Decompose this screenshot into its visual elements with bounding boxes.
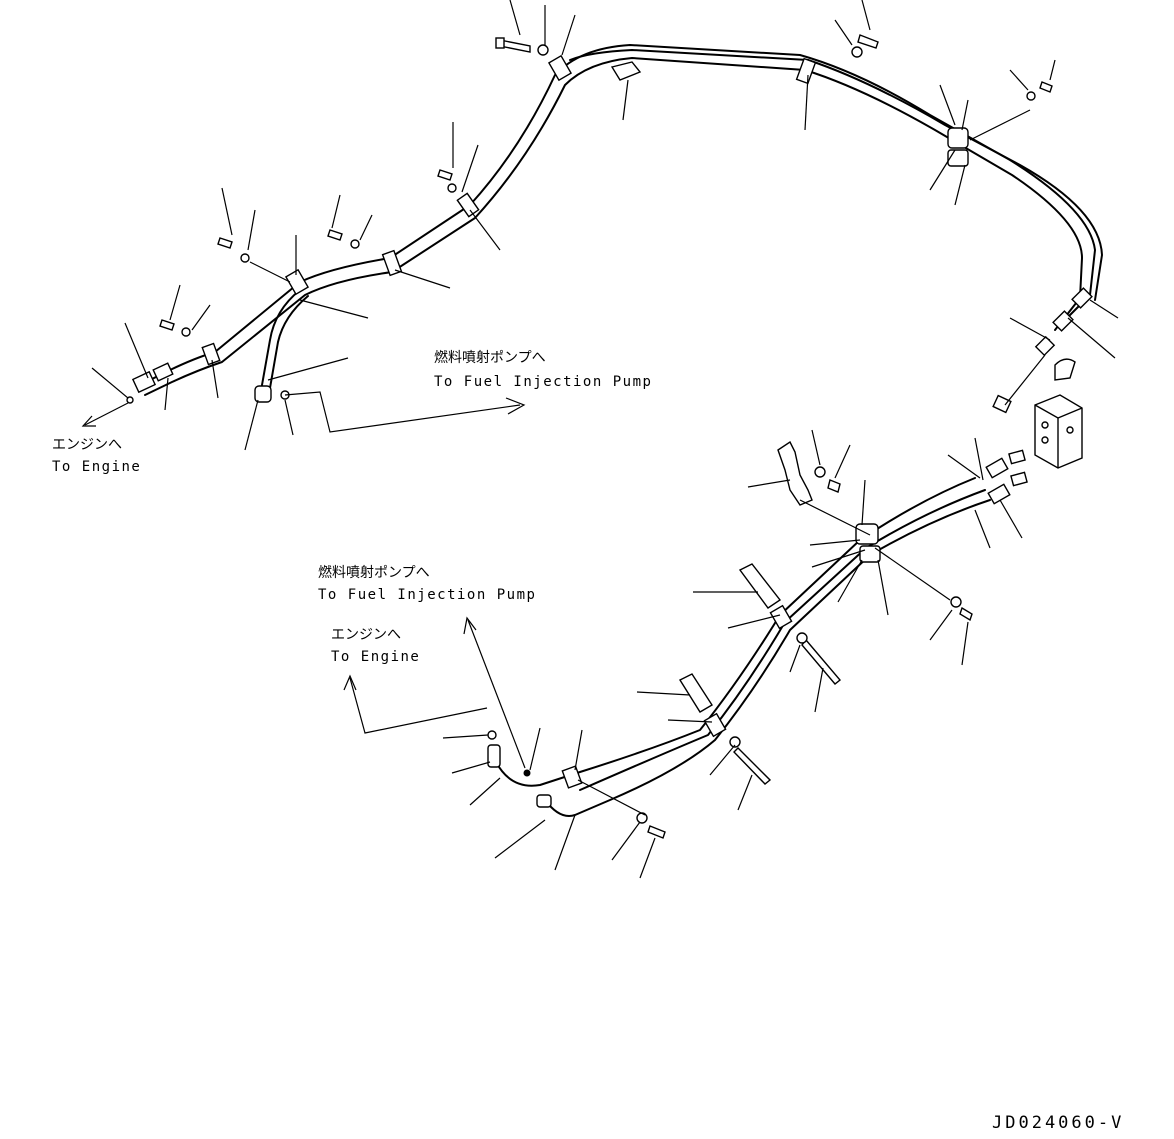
label-fuel-pump-jp-1: 燃料噴射ポンプへ (434, 349, 546, 366)
label-fuel-pump-en-2: To Fuel Injection Pump (318, 587, 536, 603)
fittings (126, 287, 1093, 808)
upper-clamps (201, 54, 969, 366)
label-engine-en-2: To Engine (331, 649, 420, 665)
sleeves (610, 61, 782, 713)
lower-clamps (561, 523, 881, 789)
bracket (777, 440, 813, 506)
leader-lines (91, 0, 1119, 879)
label-engine-jp-2: エンジンへ (331, 627, 401, 643)
upper-pipe-run (139, 44, 1103, 396)
label-engine-jp-1: エンジンへ (52, 437, 122, 453)
label-engine-en-1: To Engine (52, 459, 141, 475)
lower-pipe-run (494, 477, 991, 817)
valve-block (1034, 394, 1083, 469)
label-fuel-pump-en-1: To Fuel Injection Pump (434, 374, 652, 390)
label-fuel-pump-jp-2: 燃料噴射ポンプへ (318, 564, 430, 581)
direction-arrows (81, 391, 526, 769)
drawing-code: JD024060-V (992, 1113, 1124, 1133)
bolts (159, 34, 1053, 839)
